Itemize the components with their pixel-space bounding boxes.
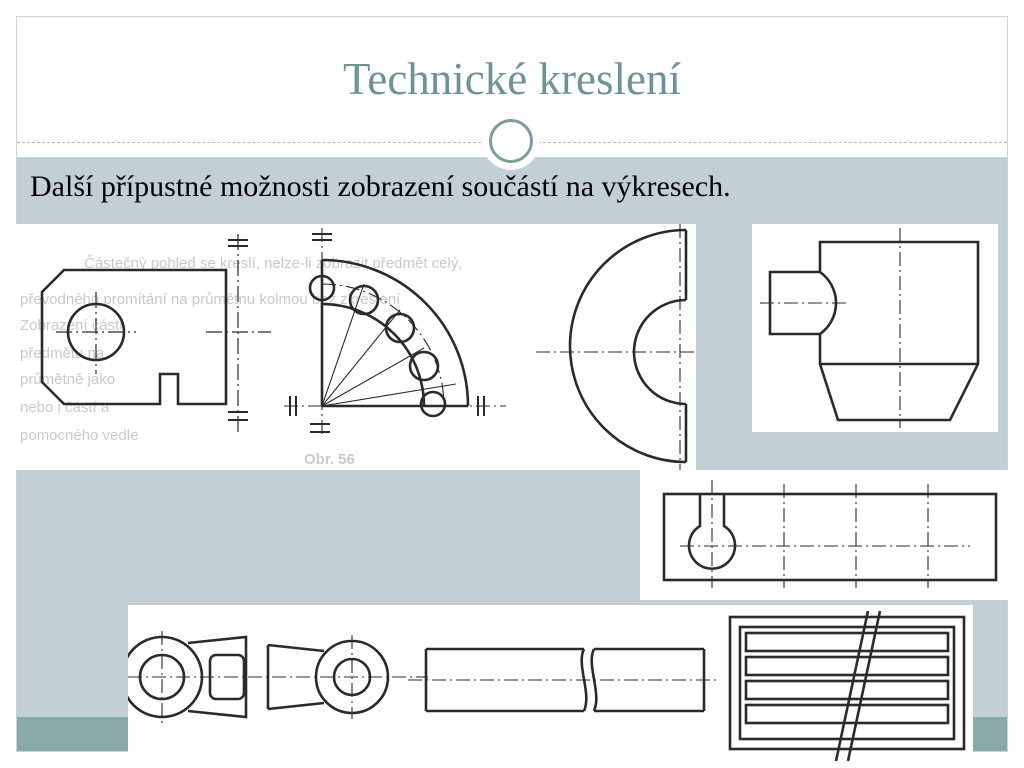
slide-subtitle: Další přípustné možnosti zobrazení součá… <box>30 170 731 203</box>
figure-bottom-panel <box>128 605 973 768</box>
figure-main-drawing: Částečný pohled se kreslí, nelze-li zobr… <box>20 224 696 470</box>
figure-plate-panel <box>640 470 1010 600</box>
ghost-text: převodného promítání na průmětnu kolmou … <box>20 291 401 308</box>
figure-main-panel: Částečný pohled se kreslí, nelze-li zobr… <box>16 224 696 470</box>
ribbed-plate-view <box>728 610 966 762</box>
figure-plate-drawing <box>662 480 998 588</box>
half-cylinder-view <box>568 228 688 464</box>
figure-shaft-panel <box>752 224 998 432</box>
ghost-text: pomocného vedle <box>20 427 138 444</box>
figure-caption: Obr. 56 <box>304 451 355 468</box>
ghost-text: průmětně jako <box>20 371 115 388</box>
figure-shaft-drawing <box>760 228 980 428</box>
ghost-text: Zobrazení části <box>20 317 123 334</box>
circle-ornament-icon <box>482 112 540 170</box>
ghost-text: nebo i částí a <box>20 399 110 416</box>
slide-title: Technické kreslení <box>343 54 681 104</box>
broken-shaft-view <box>424 647 706 713</box>
partial-ring-view <box>308 258 470 418</box>
figure-bottom-drawing <box>128 610 966 762</box>
